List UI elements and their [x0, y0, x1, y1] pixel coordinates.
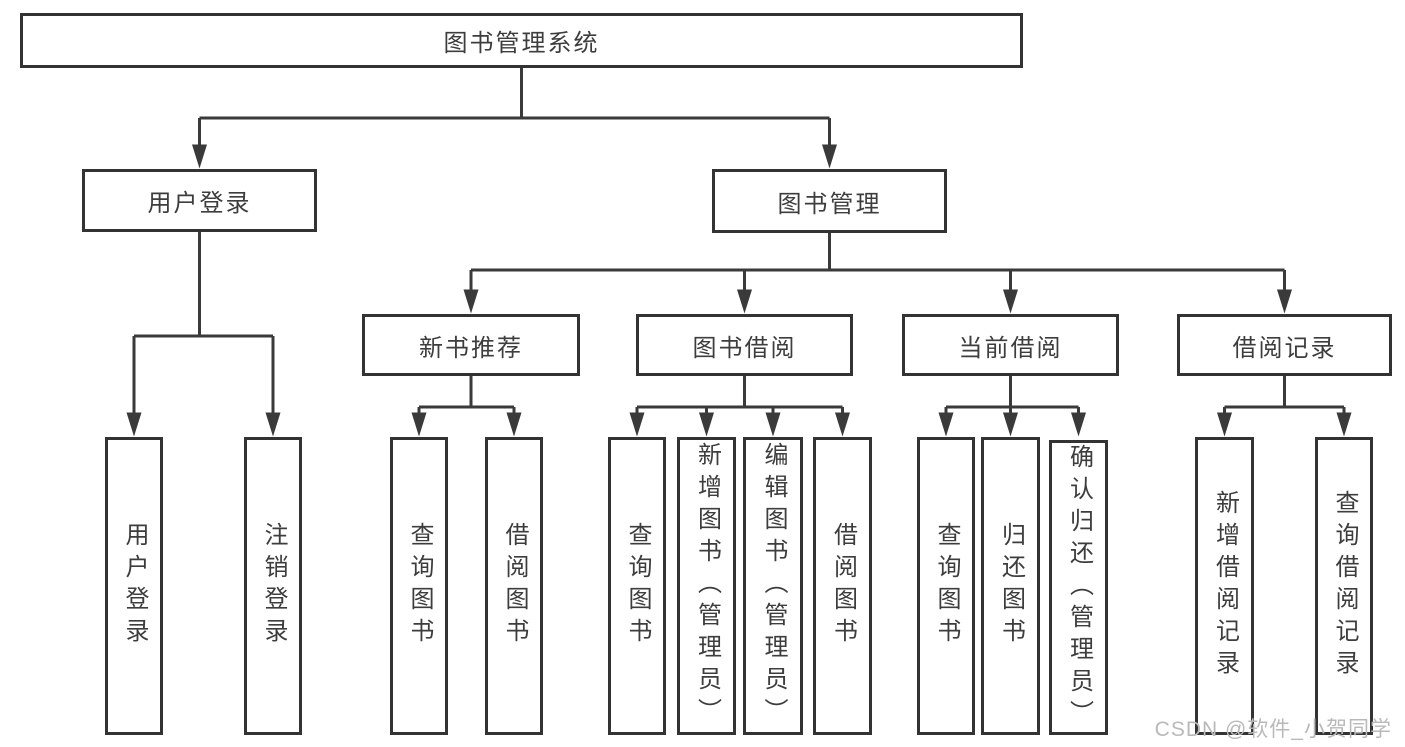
leaf-query-books-borrow: 查询图书: [608, 437, 666, 735]
branch-borrow-records: 借阅记录: [1177, 314, 1392, 376]
leaf-borrow-books-recommend: 借阅图书: [485, 437, 543, 735]
leaf-query-books-recommend: 查询图书: [390, 437, 448, 735]
branch-current-borrow: 当前借阅: [902, 314, 1119, 376]
leaf-return-book: 归还图书: [981, 437, 1040, 735]
leaf-confirm-return-admin: 确认归还（管理员）: [1049, 440, 1108, 735]
leaf-logout: 注销登录: [244, 437, 302, 735]
leaf-add-borrow-record: 新增借阅记录: [1195, 437, 1254, 735]
branch-new-book-recommend: 新书推荐: [362, 314, 580, 376]
leaf-query-borrow-record: 查询借阅记录: [1315, 437, 1373, 735]
leaf-user-login: 用户登录: [105, 437, 163, 735]
leaf-borrow-books: 借阅图书: [813, 437, 872, 735]
leaf-query-books-current: 查询图书: [917, 437, 975, 735]
leaf-add-book-admin: 新增图书（管理员）: [677, 437, 736, 735]
branch-book-management: 图书管理: [712, 169, 947, 233]
watermark-text: CSDN @软件_小贺同学: [1154, 718, 1392, 741]
root-node: 图书管理系统: [20, 13, 1023, 68]
branch-user-login: 用户登录: [82, 169, 317, 232]
branch-book-borrow: 图书借阅: [636, 314, 853, 376]
leaf-edit-book-admin: 编辑图书（管理员）: [743, 437, 803, 735]
